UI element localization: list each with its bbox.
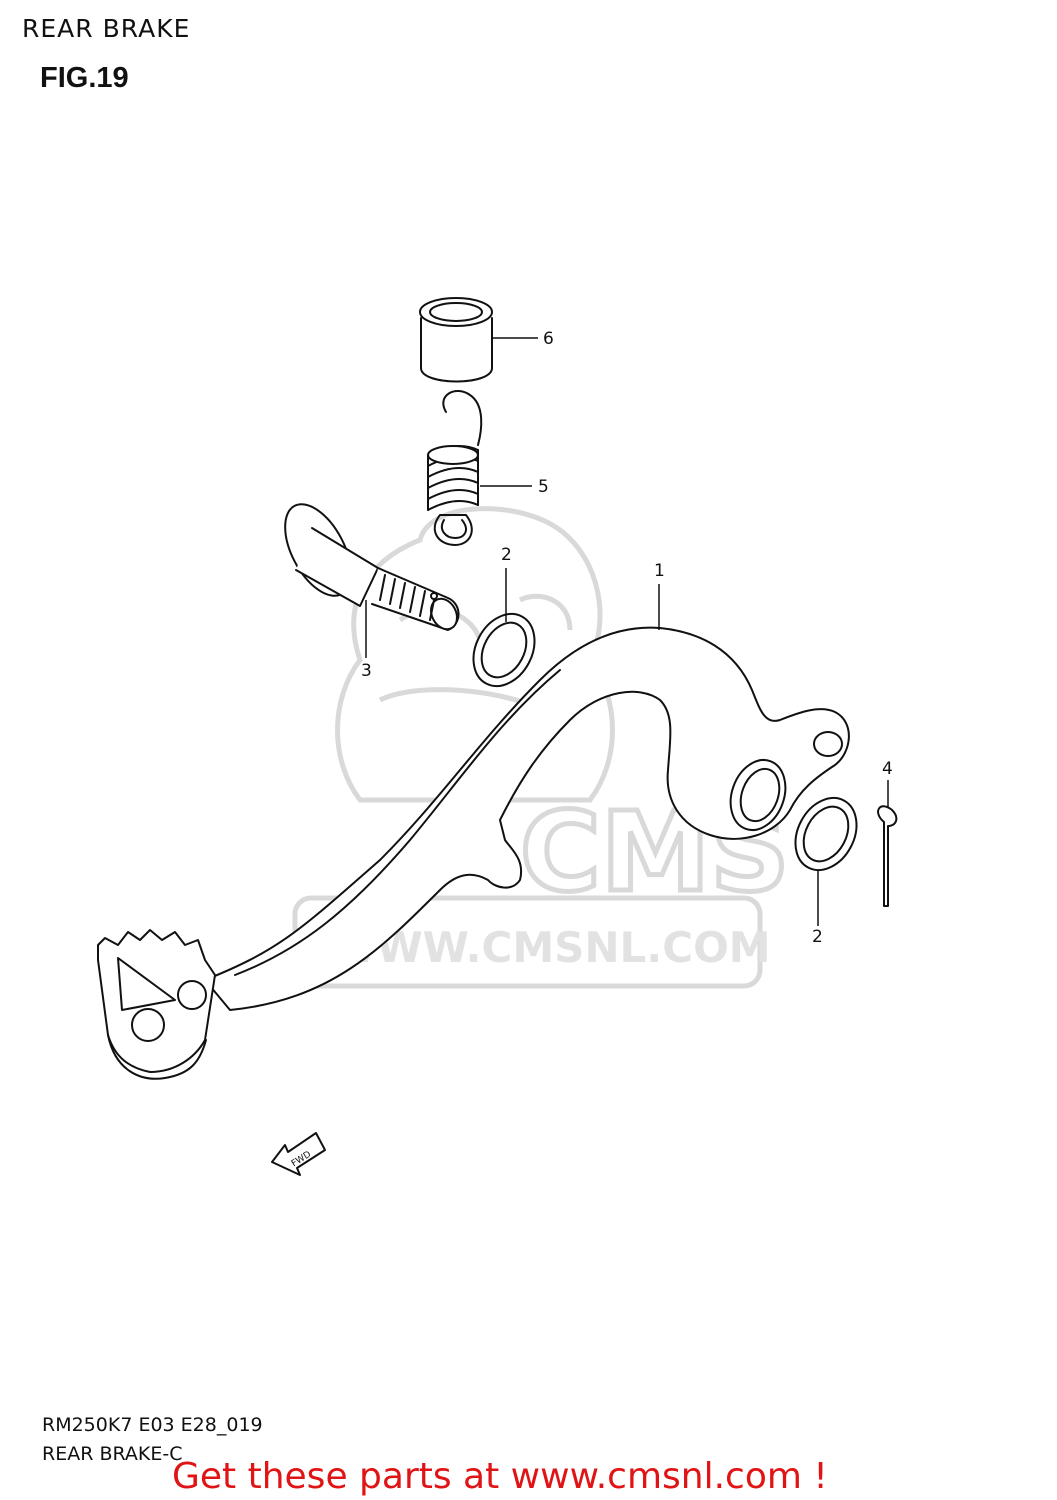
callout-2-upper: 2 [501, 545, 512, 565]
spring-part [427, 390, 483, 546]
bushing-part [419, 297, 493, 383]
callout-4: 4 [882, 759, 893, 779]
washer-part-upper [472, 612, 536, 688]
fwd-arrow-icon [271, 1132, 326, 1176]
callout-5: 5 [538, 477, 549, 497]
brake-pedal-part [97, 626, 850, 1080]
callout-6: 6 [543, 329, 554, 349]
callout-1: 1 [654, 561, 665, 581]
washer-part-lower [794, 796, 858, 872]
figure-number: FIG.19 [40, 62, 129, 94]
diagram-code: RM250K7 E03 E28_019 [42, 1414, 263, 1436]
watermark-url: WWW.CMSNL.COM [330, 923, 771, 972]
section-label: REAR BRAKE-C [42, 1443, 183, 1465]
callout-2-lower: 2 [812, 927, 823, 947]
callout-3: 3 [361, 661, 372, 681]
page-title: REAR BRAKE [22, 14, 191, 43]
cotter-pin-part [877, 805, 898, 907]
pivot-bolt-part [284, 503, 460, 631]
promo-link[interactable]: Get these parts at www.cmsnl.com ! [172, 1456, 828, 1497]
leader-lines [365, 337, 889, 926]
